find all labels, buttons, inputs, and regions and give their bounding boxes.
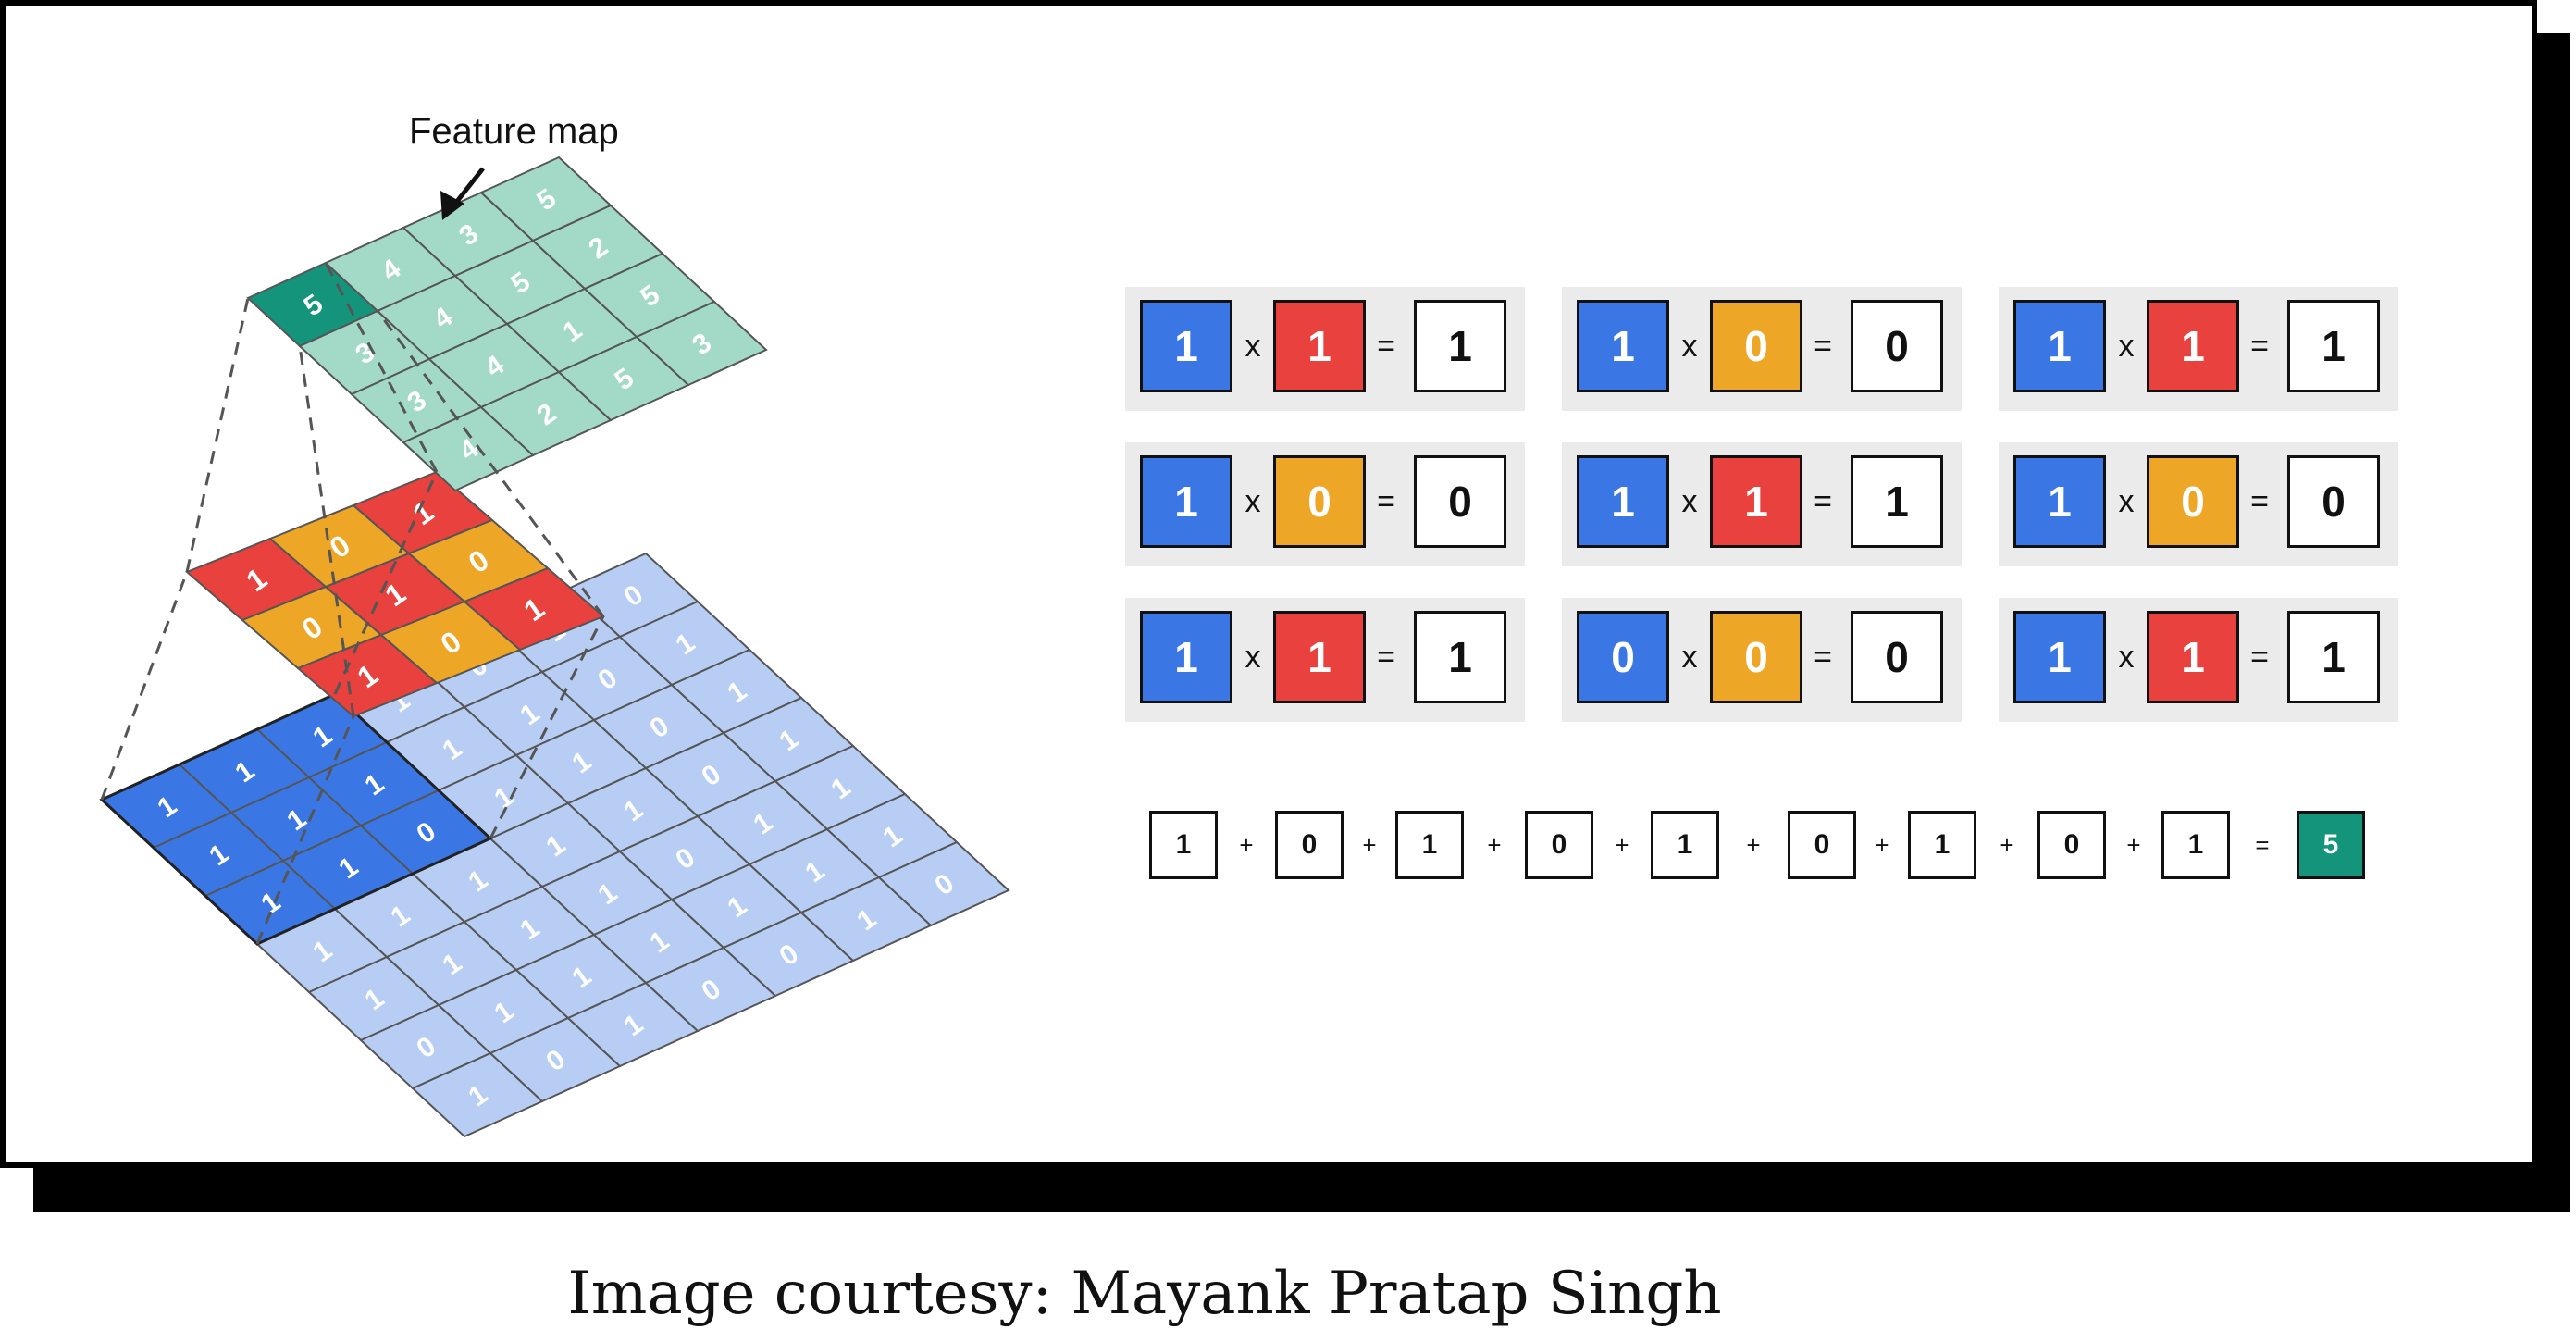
kernel-value-box: 1 [1273, 611, 1366, 703]
input-value-box: 1 [1577, 455, 1669, 548]
equals-sign: = [1814, 483, 1832, 519]
convolution-layers: 1111010111110111011011111101111101101111… [99, 155, 1010, 1138]
kernel-value-box: 1 [1273, 300, 1366, 392]
input-value-box: 1 [2013, 611, 2106, 703]
sum-term-box: 1 [2161, 811, 2230, 879]
kernel-value-box: 1 [2147, 611, 2239, 703]
plus-sign: + [2126, 830, 2141, 859]
arrow-shaft [453, 167, 485, 205]
multiply-sign: x [1681, 483, 1698, 519]
projection-line [489, 615, 605, 839]
sum-term-box: 0 [1525, 811, 1593, 879]
product-result-box: 0 [1851, 300, 1943, 392]
product-result-box: 0 [1414, 455, 1506, 548]
input-value-box: 1 [2013, 300, 2106, 392]
projection-line [255, 715, 355, 945]
projection-line [185, 297, 250, 573]
plus-sign: + [1239, 830, 1254, 859]
input-value-box: 1 [2013, 455, 2106, 548]
projection-line [333, 471, 439, 695]
multiply-sign: x [2118, 328, 2135, 364]
feature-map-label: Feature map [409, 111, 619, 152]
kernel-value-box: 1 [1710, 455, 1802, 548]
multiply-sign: x [1681, 328, 1698, 364]
projection-line [298, 345, 355, 717]
sum-term-box: 0 [1275, 811, 1344, 879]
equals-sign: = [2250, 328, 2269, 364]
sum-term-box: 0 [1788, 811, 1856, 879]
plus-sign: + [1487, 830, 1502, 859]
plus-sign: + [1615, 830, 1629, 859]
plus-sign: + [1875, 830, 1889, 859]
projection-line [324, 262, 439, 473]
sum-term-box: 1 [1149, 811, 1218, 879]
product-result-box: 1 [1851, 455, 1943, 548]
multiply-sign: x [2118, 639, 2135, 675]
multiply-sign: x [1245, 639, 1261, 675]
multiply-sign: x [2118, 483, 2135, 519]
multiply-sign: x [1681, 639, 1698, 675]
diagram-card: 1111010111110111011011111101111101101111… [0, 0, 2537, 1168]
product-result-box: 1 [1414, 300, 1506, 392]
kernel-value-box: 0 [2147, 455, 2239, 548]
sum-term-box: 1 [1651, 811, 1719, 879]
product-result-box: 1 [2287, 611, 2380, 703]
kernel-value-box: 0 [1273, 455, 1366, 548]
projection-line [376, 310, 605, 617]
equals-sign: = [1814, 328, 1832, 364]
multiply-sign: x [1245, 483, 1261, 519]
sum-result-box: 5 [2297, 811, 2365, 879]
product-result-box: 0 [2287, 455, 2380, 548]
sum-equals-sign: = [2255, 830, 2270, 859]
projection-line [100, 571, 189, 801]
sum-term-box: 1 [1908, 811, 1976, 879]
input-value-box: 1 [1140, 611, 1232, 703]
plus-sign: + [2000, 830, 2014, 859]
kernel-value-box: 0 [1710, 611, 1802, 703]
kernel-value-box: 1 [2147, 300, 2239, 392]
sum-term-box: 1 [1395, 811, 1464, 879]
equals-sign: = [1377, 328, 1395, 364]
input-value-box: 1 [1140, 455, 1232, 548]
kernel-value-box: 0 [1710, 300, 1802, 392]
input-value-box: 1 [1577, 300, 1669, 392]
equals-sign: = [2250, 483, 2269, 519]
product-result-box: 1 [1414, 611, 1506, 703]
equals-sign: = [2250, 639, 2269, 675]
input-grid: 1111010111110111011011111101111101101111… [100, 552, 1010, 1138]
image-credit: Image courtesy: Mayank Pratap Singh [567, 1260, 1722, 1328]
plus-sign: + [1362, 830, 1377, 859]
arrow-head-icon [440, 191, 464, 220]
multiply-sign: x [1245, 328, 1261, 364]
equals-sign: = [1377, 639, 1395, 675]
sum-term-box: 0 [2037, 811, 2106, 879]
input-value-box: 1 [1140, 300, 1232, 392]
product-result-box: 1 [2287, 300, 2380, 392]
feature-map-cell [635, 300, 768, 387]
product-result-box: 0 [1851, 611, 1943, 703]
plus-sign: + [1746, 830, 1761, 859]
input-cell [877, 840, 1010, 927]
equals-sign: = [1377, 483, 1395, 519]
input-value-box: 0 [1577, 611, 1669, 703]
equals-sign: = [1814, 639, 1832, 675]
